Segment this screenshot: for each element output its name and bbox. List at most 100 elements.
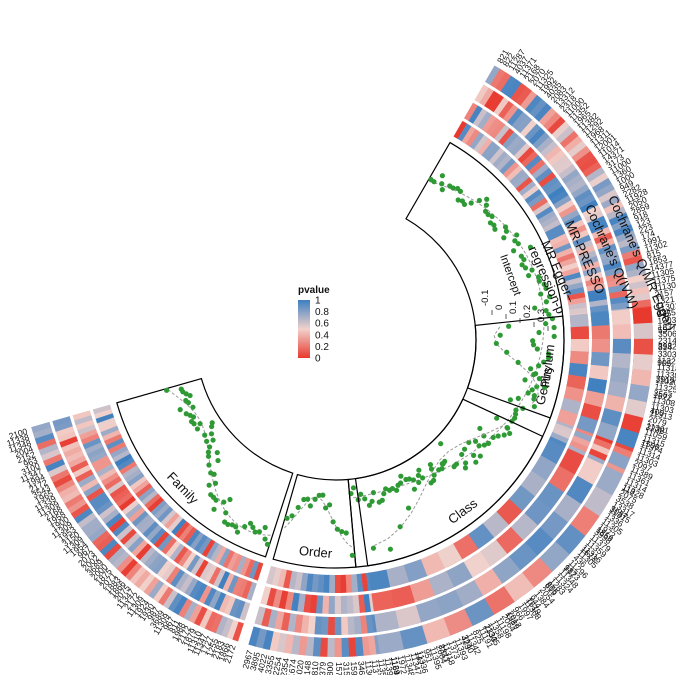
intercept-point	[472, 438, 479, 444]
heat-cell	[199, 561, 213, 581]
id-label: 11020	[655, 375, 676, 388]
heat-cell	[586, 282, 606, 292]
intercept-point	[223, 510, 229, 516]
heat-cell	[123, 532, 141, 549]
heat-cell	[193, 534, 208, 552]
intercept-point	[501, 235, 507, 241]
heat-cell	[555, 126, 575, 144]
heat-cell	[116, 554, 134, 573]
heat-cell	[280, 612, 291, 632]
heat-cell	[535, 167, 553, 184]
heat-cell	[116, 524, 134, 541]
heat-cell	[183, 601, 198, 621]
heat-cell	[584, 390, 605, 408]
heat-cell	[197, 536, 212, 555]
intercept-point	[438, 441, 444, 447]
heat-cell	[506, 135, 523, 153]
heat-cell	[615, 427, 639, 449]
heat-cell	[583, 271, 603, 282]
heat-cell	[231, 553, 243, 573]
heat-cell	[190, 556, 205, 576]
heat-cell	[473, 134, 489, 153]
heat-cell	[248, 626, 261, 647]
heat-cell	[124, 468, 142, 483]
heat-cell	[559, 262, 579, 273]
heat-cell	[502, 161, 520, 179]
heat-cell	[627, 273, 648, 284]
heat-cell	[510, 83, 528, 103]
heat-cell	[590, 311, 610, 327]
heat-cell	[75, 469, 94, 483]
heat-cell	[262, 629, 274, 651]
intercept-point	[501, 432, 507, 438]
intercept-point	[528, 366, 534, 372]
intercept-point	[462, 465, 469, 471]
intercept-point	[543, 321, 549, 327]
heat-cell	[520, 470, 547, 497]
heat-cell	[305, 636, 315, 657]
id-label: 11130	[653, 280, 676, 293]
heat-cell	[115, 491, 134, 507]
heat-cell	[611, 309, 631, 326]
heat-cell	[106, 480, 125, 495]
intercept-point	[466, 439, 472, 446]
intercept-point	[513, 407, 519, 413]
heat-cell	[63, 445, 83, 458]
heat-cell	[566, 475, 594, 505]
heat-cell	[554, 247, 574, 259]
heat-cell	[218, 594, 231, 613]
intercept-point	[234, 529, 241, 535]
heat-cell	[274, 610, 285, 630]
heat-cell	[77, 473, 97, 488]
intercept-point	[208, 431, 215, 437]
heat-cell	[524, 123, 542, 142]
intercept-point	[403, 476, 409, 483]
heat-cell	[600, 194, 621, 210]
heat-cell	[390, 585, 416, 608]
heat-cell	[169, 543, 185, 561]
id-label: 1591	[349, 661, 360, 675]
heat-cell	[305, 573, 314, 592]
heat-cell	[589, 221, 609, 234]
heat-cell	[613, 224, 634, 238]
heat-cell	[88, 525, 107, 543]
heat-cell	[235, 555, 247, 575]
heat-cell	[585, 277, 605, 287]
heat-cell	[564, 282, 584, 292]
heat-cell	[314, 616, 323, 635]
heat-cell	[246, 581, 257, 601]
heat-cell	[507, 108, 524, 126]
heat-cell	[583, 486, 613, 517]
heat-cell	[607, 456, 628, 471]
heat-cell	[628, 383, 650, 403]
intercept-point	[208, 492, 214, 498]
heat-cell	[620, 413, 644, 434]
intercept-point	[512, 411, 519, 417]
heat-cell	[198, 585, 212, 604]
intercept-point	[507, 430, 513, 437]
heat-cell	[218, 547, 231, 567]
heat-cell	[520, 119, 537, 138]
heat-cell	[84, 521, 104, 538]
heat-cell	[144, 493, 161, 509]
heat-cell	[177, 548, 193, 567]
heat-cell	[518, 180, 537, 197]
heat-cell	[86, 487, 105, 502]
heat-cell	[254, 606, 266, 626]
heat-cell	[611, 352, 631, 369]
heat-cell	[611, 218, 632, 232]
heat-cell	[561, 209, 580, 223]
heat-cell	[173, 546, 189, 564]
heat-cell	[521, 150, 539, 168]
intercept-point	[305, 496, 311, 502]
intercept-point	[440, 461, 446, 467]
heat-cell	[371, 590, 395, 612]
heat-cell	[83, 482, 102, 497]
heat-cell	[358, 594, 366, 613]
heat-cell	[153, 503, 171, 520]
heat-cell	[621, 248, 642, 261]
heat-cell	[589, 299, 608, 308]
heat-cell	[135, 483, 153, 498]
heat-cell	[589, 304, 609, 313]
intercept-point	[323, 505, 329, 511]
